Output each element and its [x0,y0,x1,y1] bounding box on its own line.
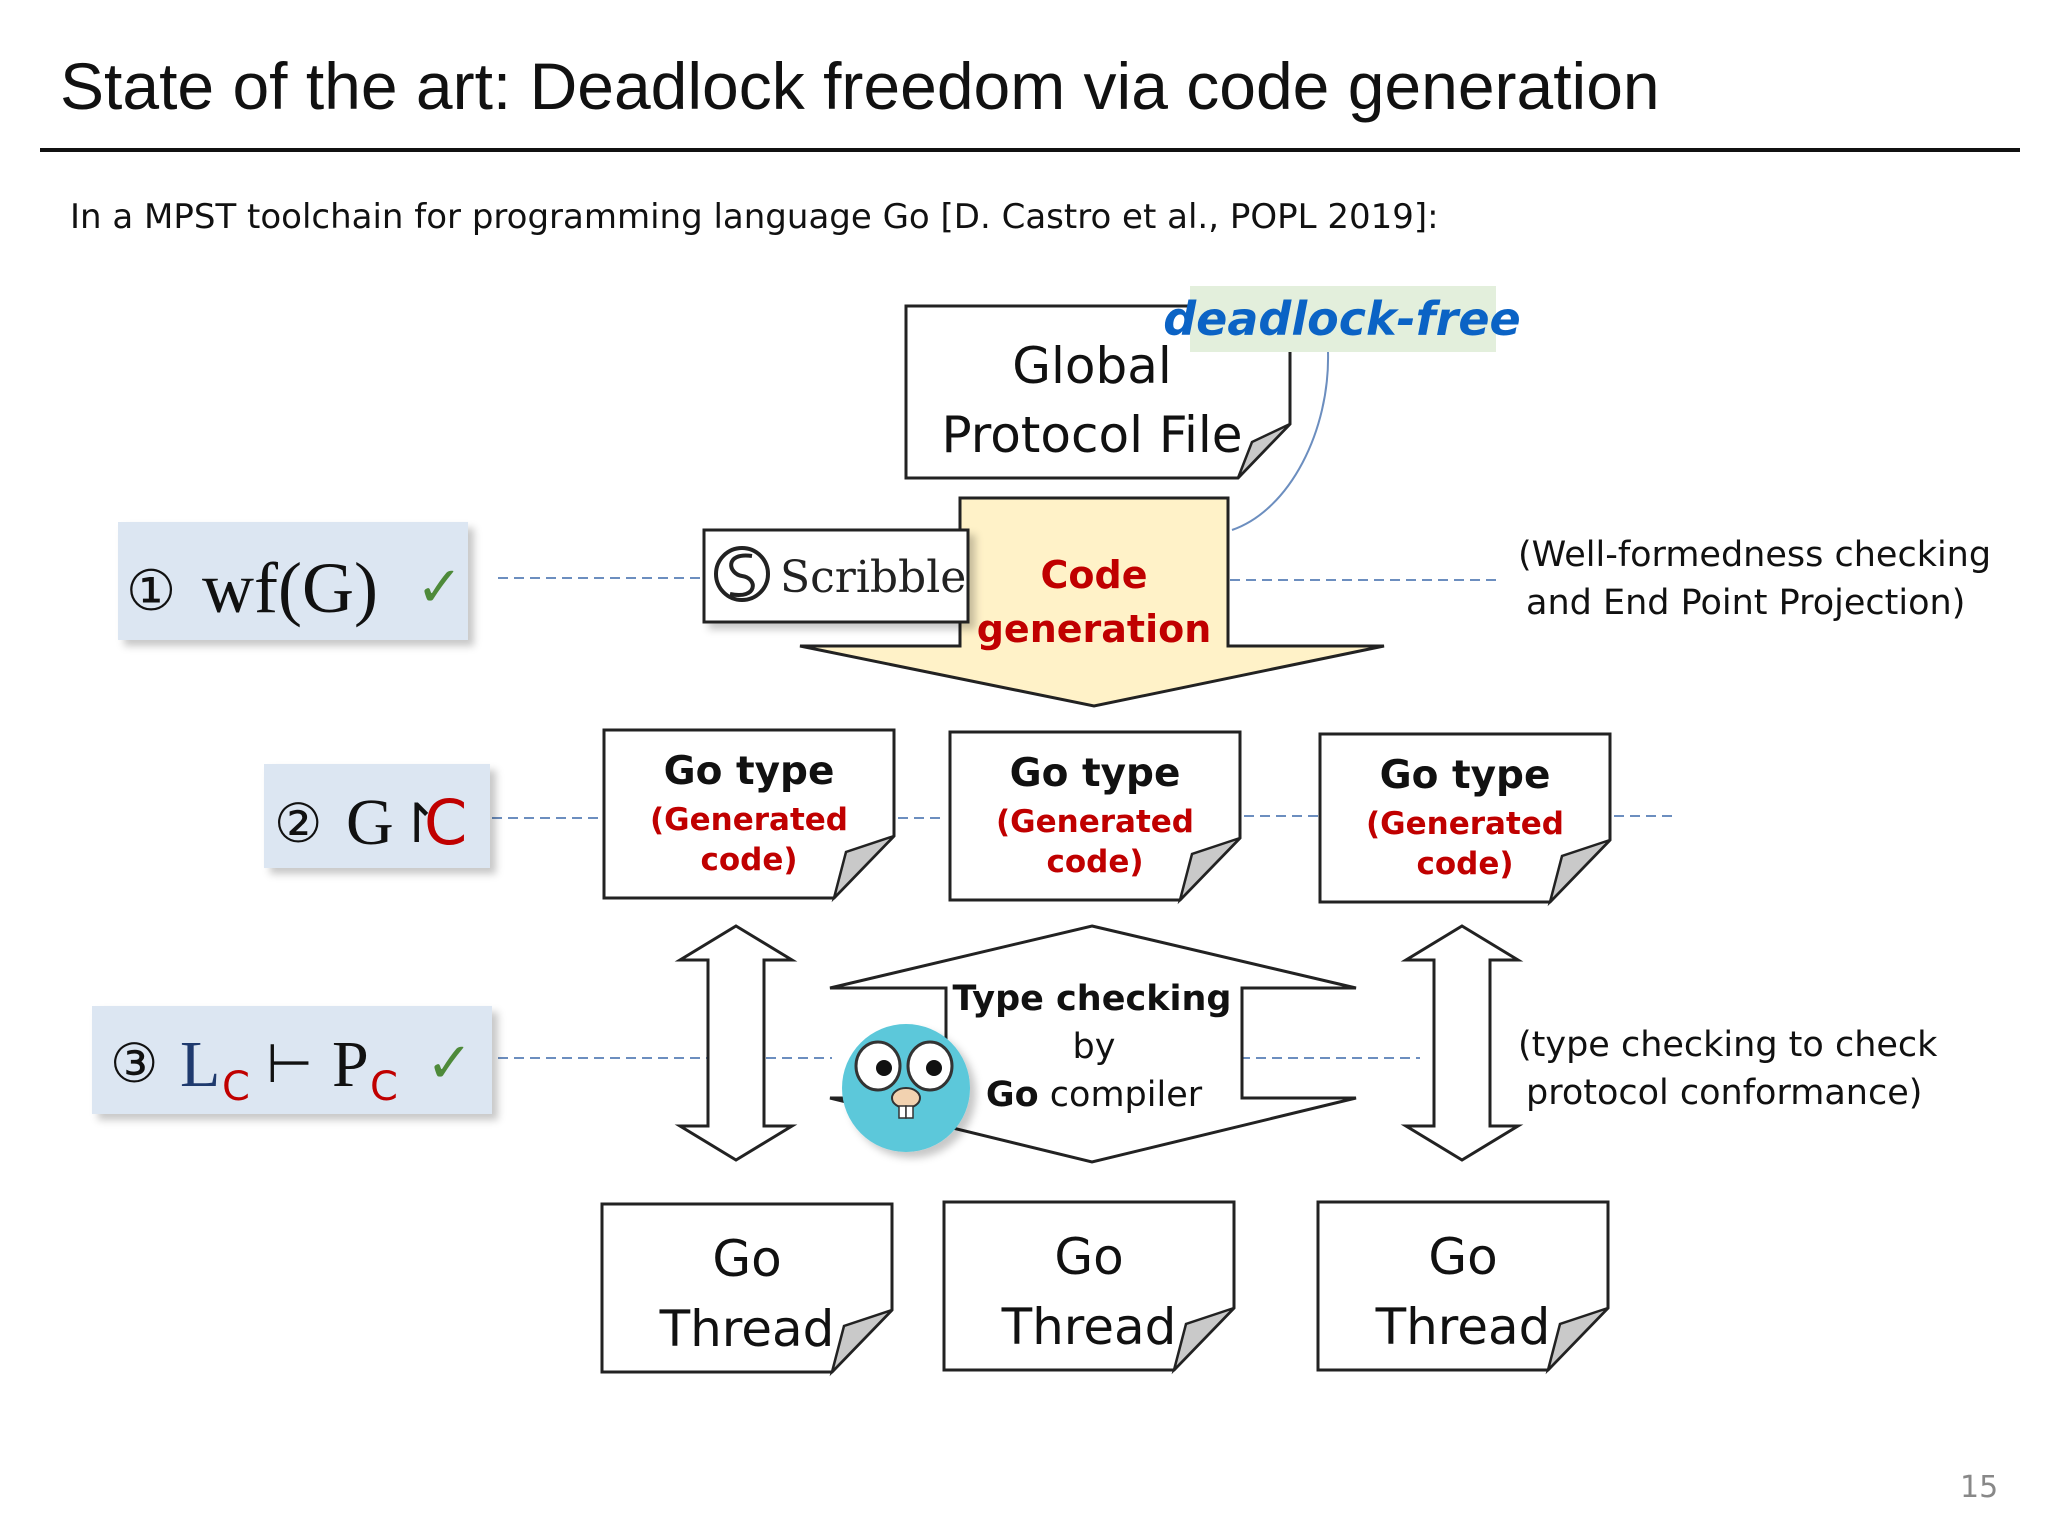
go-type-1-note2: code) [700,842,797,878]
type-checking-line2: by [1073,1027,1116,1067]
type-checking-line1: Type checking [953,979,1232,1019]
deadlock-free-badge: deadlock-free [1163,286,1521,352]
go-type-3-title: Go type [1380,753,1551,798]
type-checking-line3: Go compiler [986,1075,1203,1115]
go-thread-doc-1: Go Thread [600,1202,894,1377]
go-thread-1-line1: Go [712,1230,781,1288]
go-type-doc-3: Go type (Generated code) [1318,732,1612,907]
go-thread-doc-2: Go Thread [942,1200,1236,1375]
go-thread-2-line2: Thread [1001,1298,1177,1356]
code-generation-arrow: Code generation [799,496,1385,708]
code-generation-line1: Code [1041,553,1148,597]
go-type-2-note1: (Generated [996,804,1194,840]
step1-expression: wf(G) [202,548,378,628]
dashed-connectors [492,577,1672,1059]
go-thread-doc-3: Go Thread [1316,1200,1610,1375]
scribble-logo-content: Scribble [714,546,966,603]
go-thread-2-line1: Go [1054,1228,1123,1286]
double-arrow-right [1400,924,1524,1162]
go-type-2-note2: code) [1046,844,1143,880]
step2-number: ② [274,792,322,855]
step1-number: ① [126,559,176,624]
go-type-2-title: Go type [1010,751,1181,796]
type-checking-compiler: compiler [1039,1075,1203,1115]
slide-title: State of the art: Deadlock freedom via c… [60,49,1660,123]
subtitle: In a MPST toolchain for programming lang… [70,197,1439,237]
go-thread-3-line2: Thread [1375,1298,1551,1356]
note-wellformedness-line1: (Well-formedness checking [1518,535,1991,575]
step3-process-subscript: C [370,1064,398,1110]
page-number: 15 [1960,1470,1999,1505]
step3-box: ③ L C ⊢ P C ✓ [92,1006,492,1114]
go-type-3-note1: (Generated [1366,806,1564,842]
go-type-doc-1: Go type (Generated code) [602,728,896,903]
note-typecheck-line1: (type checking to check [1518,1025,1938,1065]
step2-global-type: G [346,786,394,859]
global-protocol-line1: Global [1012,337,1172,395]
note-typecheck-line2: protocol conformance) [1526,1073,1922,1113]
step2-box: ② G ↾ C [264,764,490,868]
step1-box: ① wf(G) ✓ [118,522,468,640]
scribble-s-icon [714,546,770,602]
note-wellformedness-line2: and End Point Projection) [1526,583,1965,623]
step2-restriction: ↾ [394,792,439,855]
double-arrow-left [674,924,798,1162]
go-type-doc-2: Go type (Generated code) [948,730,1242,905]
step3-process: P [332,1028,369,1101]
step3-number: ③ [110,1032,158,1095]
step2-channel: C [424,786,467,859]
global-protocol-line2: Protocol File [941,406,1242,464]
go-type-3-note2: code) [1416,846,1513,882]
step3-local-type: L [180,1028,220,1101]
badge-connector-curve [1231,351,1330,531]
title-rule [40,148,2020,152]
go-thread-1-line2: Thread [659,1300,835,1358]
step3-local-subscript: C [222,1064,250,1110]
go-type-1-note1: (Generated [650,802,848,838]
step3-turnstile: ⊢ [266,1032,313,1095]
code-generation-line2: generation [977,607,1212,651]
go-thread-3-line1: Go [1428,1228,1497,1286]
scribble-logo-text: Scribble [780,552,966,603]
deadlock-free-text: deadlock-free [1163,292,1521,346]
go-type-1-title: Go type [664,749,835,794]
step3-check-icon: ✓ [426,1031,473,1096]
go-gopher-logo: GO [842,1024,970,1152]
type-checking-go-bold: Go [986,1075,1039,1115]
step1-check-icon: ✓ [416,555,463,620]
